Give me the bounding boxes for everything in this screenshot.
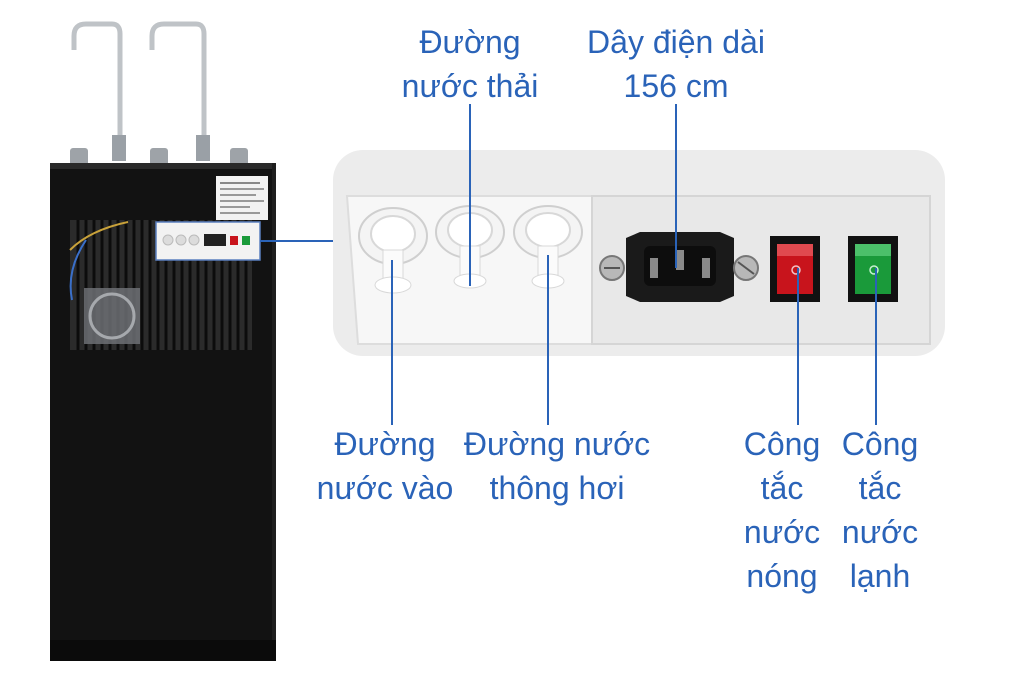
label-power-cord-line2: 156 cm xyxy=(623,68,729,104)
label-waste-water-line2: nước thải xyxy=(401,68,539,104)
label-water-inlet-line1: Đường xyxy=(334,426,436,462)
label-cold-switch-line3: nước xyxy=(841,514,919,550)
top-fitting-3 xyxy=(230,148,248,166)
cabinet-base xyxy=(50,640,276,661)
label-vent-line: Đường nước thông hơi xyxy=(452,422,662,510)
label-hot-switch-line3: nước xyxy=(743,514,821,550)
faucet-left xyxy=(71,21,126,161)
zoomed-back-panel xyxy=(333,150,945,356)
label-cold-switch-line2: tắc xyxy=(858,470,902,506)
water-dispenser xyxy=(50,21,276,661)
spec-sticker xyxy=(216,176,268,220)
label-cold-switch-line4: lạnh xyxy=(849,558,911,594)
top-fitting-2 xyxy=(150,148,168,166)
top-fitting-1 xyxy=(70,148,88,166)
label-hot-switch-line2: tắc xyxy=(760,470,804,506)
label-hot-switch-line1: Công xyxy=(743,426,821,462)
power-socket xyxy=(599,232,759,302)
cabinet-connector-panel xyxy=(155,221,261,261)
vent-line-fitting xyxy=(513,205,583,289)
label-cold-switch-line1: Công xyxy=(841,426,919,462)
label-vent-line-line2: thông hơi xyxy=(489,470,625,506)
label-waste-water-line1: Đường xyxy=(419,24,521,60)
label-hot-switch-line4: nóng xyxy=(746,558,818,594)
label-power-cord: Dây điện dài 156 cm xyxy=(566,20,786,108)
label-cold-switch: Công tắc nước lạnh xyxy=(830,422,930,598)
cold-water-switch xyxy=(848,236,898,302)
label-water-inlet-line2: nước vào xyxy=(316,470,454,506)
label-hot-switch: Công tắc nước nóng xyxy=(732,422,832,598)
label-waste-water: Đường nước thải xyxy=(380,20,560,108)
label-water-inlet: Đường nước vào xyxy=(300,422,470,510)
label-power-cord-line1: Dây điện dài xyxy=(587,24,765,60)
label-vent-line-line1: Đường nước xyxy=(463,426,651,462)
hot-water-switch xyxy=(770,236,820,302)
faucet-right xyxy=(149,21,210,161)
